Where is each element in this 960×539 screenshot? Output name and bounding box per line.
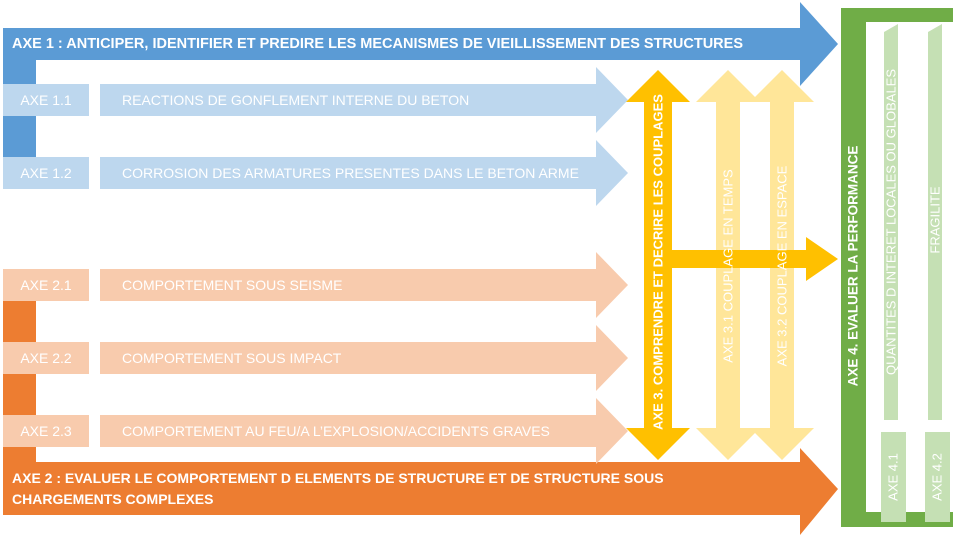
axe1-1-code: AXE 1.1 [20, 92, 72, 108]
axe2-1-arrow [100, 252, 628, 318]
axe2-1-label: COMPORTEMENT SOUS SEISME [122, 277, 343, 293]
axe4-2-box [925, 432, 950, 522]
axe2-2-box [3, 342, 89, 374]
axe2-3-code: AXE 2.3 [20, 423, 72, 439]
axe4-title: AXE 4. EVALUER LA PERFORMANCE [845, 145, 861, 387]
axe4-2-bar [928, 24, 942, 420]
axe4-2-label: FRAGILITE [927, 186, 943, 254]
axe1-1-label: REACTIONS DE GONFLEMENT INTERNE DU BETON [122, 92, 470, 108]
axe4-1-label: QUANTITES D INTERET LOCALES OU GLOBALES [883, 68, 899, 376]
axe2-title-line2: CHARGEMENTS COMPLEXES [12, 491, 214, 507]
axe2-3-box [3, 415, 89, 447]
axe2-title-line1: AXE 2 : EVALUER LE COMPORTEMENT D ELEMEN… [12, 470, 664, 486]
axe3-title: AXE 3. COMPRENDRE ET DECRIRE LES COUPLAG… [650, 94, 666, 430]
axe4-1-box [881, 432, 906, 522]
axe2-arrow [3, 448, 838, 535]
axe4-2-code: AXE 4.2 [929, 453, 945, 501]
axe4-1-code: AXE 4.1 [885, 453, 901, 501]
axe1-1-box [3, 84, 89, 116]
axe2-2-label: COMPORTEMENT SOUS IMPACT [122, 350, 342, 366]
axe1-2-code: AXE 1.2 [20, 165, 72, 181]
axe2-1-box [3, 269, 89, 301]
axe2-3-label: COMPORTEMENT AU FEU/A L’EXPLOSION/ACCIDE… [122, 423, 550, 439]
axe3-horizontal-arrow [672, 237, 838, 281]
axe1-2-arrow [100, 140, 628, 206]
axe1-2-label: CORROSION DES ARMATURES PRESENTES DANS L… [122, 165, 579, 181]
axe2-1-code: AXE 2.1 [20, 277, 72, 293]
axe4-1-bar [884, 24, 898, 420]
axe1-2-box [3, 157, 89, 189]
axe2-2-code: AXE 2.2 [20, 350, 72, 366]
axe2-2-arrow [100, 325, 628, 391]
axe1-arrow [3, 2, 838, 86]
axe3-arrow [626, 70, 690, 460]
axe3-1-label: AXE 3.1 COUPLAGE EN TEMPS [720, 169, 736, 363]
axe1-1-arrow [100, 67, 628, 133]
axe3-2-label: AXE 3.2 COUPLAGE EN ESPACE [774, 165, 790, 367]
axe2-3-arrow [100, 398, 628, 464]
axe1-title: AXE 1 : ANTICIPER, IDENTIFIER ET PREDIRE… [12, 36, 743, 52]
